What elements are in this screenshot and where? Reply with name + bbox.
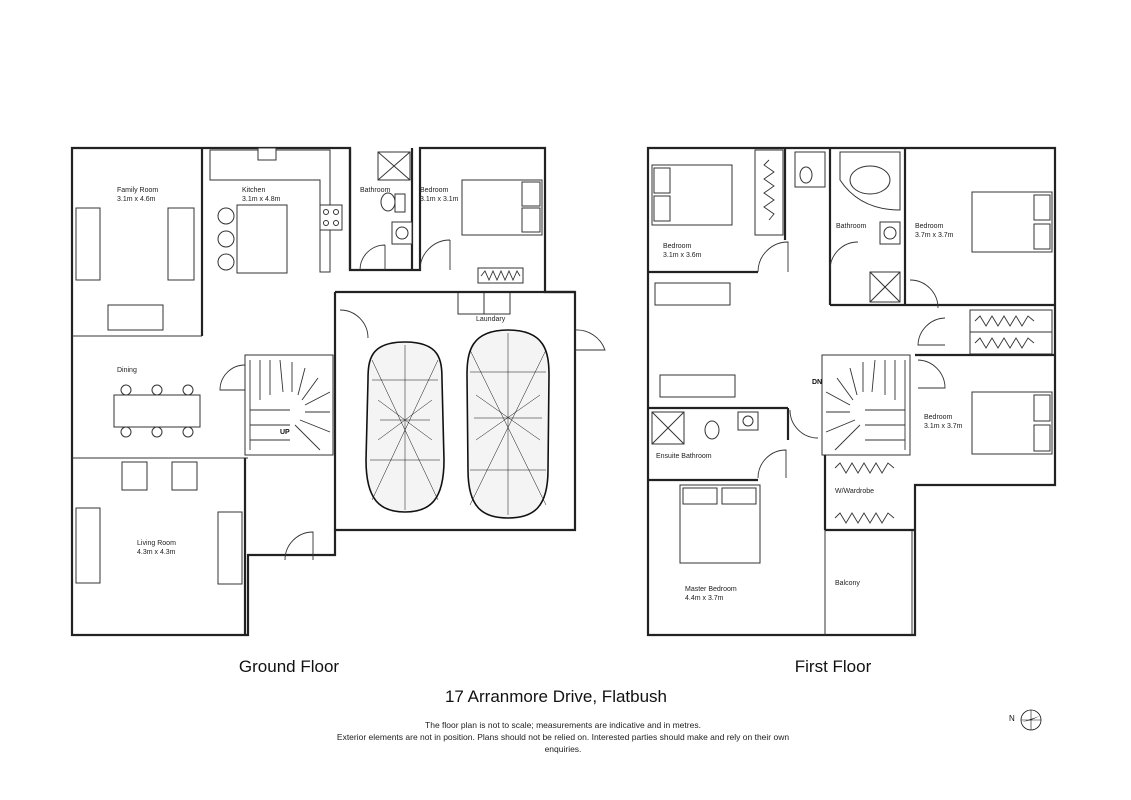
wardrobe-label: W/Wardrobe <box>835 488 874 495</box>
first-floor-plan <box>646 146 1057 637</box>
family-room-label: Family Room <box>117 187 158 194</box>
ground-floor-plan <box>70 146 606 637</box>
disclaimer-line-1: The floor plan is not to scale; measurem… <box>425 720 701 730</box>
property-address: 17 Arranmore Drive, Flatbush <box>445 687 667 706</box>
first-bathroom-label: Bathroom <box>836 223 867 230</box>
kitchen-label: Kitchen <box>242 187 265 194</box>
dining-label: Dining <box>117 367 137 374</box>
north-arrow-icon: N <box>1009 709 1042 731</box>
bedroom-nw-size: 3.1m x 3.6m <box>663 252 702 259</box>
ground-floor-title: Ground Floor <box>239 657 339 676</box>
family-room-size: 3.1m x 4.6m <box>117 196 156 203</box>
ground-bedroom-size: 3.1m x 3.1m <box>420 196 459 203</box>
disclaimer-line-3: enquiries. <box>545 744 582 754</box>
first-floor-title: First Floor <box>795 657 872 676</box>
compass-north-label: N <box>1009 714 1015 723</box>
stair-up-label: UP <box>280 429 290 436</box>
bedroom-nw-label: Bedroom <box>663 243 692 250</box>
car-icon <box>466 329 550 519</box>
kitchen-size: 3.1m x 4.8m <box>242 196 281 203</box>
master-bedroom-label: Master Bedroom <box>685 586 737 593</box>
balcony-label: Balcony <box>835 580 860 587</box>
bedroom-e-label: Bedroom <box>924 414 953 421</box>
disclaimer-line-2: Exterior elements are not in position. P… <box>337 732 789 742</box>
ensuite-label: Ensuite Bathroom <box>656 453 712 460</box>
ground-bathroom-label: Bathroom <box>360 187 391 194</box>
bedroom-e-size: 3.1m x 3.7m <box>924 423 963 430</box>
laundry-label: Laundary <box>476 316 506 323</box>
ground-bedroom-label: Bedroom <box>420 187 449 194</box>
car-icon <box>365 341 445 513</box>
bedroom-ne-label: Bedroom <box>915 223 944 230</box>
bedroom-ne-size: 3.7m x 3.7m <box>915 232 954 239</box>
living-room-label: Living Room <box>137 540 176 547</box>
stair-down-label: DN <box>812 379 822 386</box>
master-bedroom-size: 4.4m x 3.7m <box>685 595 724 602</box>
living-room-size: 4.3m x 4.3m <box>137 549 176 556</box>
